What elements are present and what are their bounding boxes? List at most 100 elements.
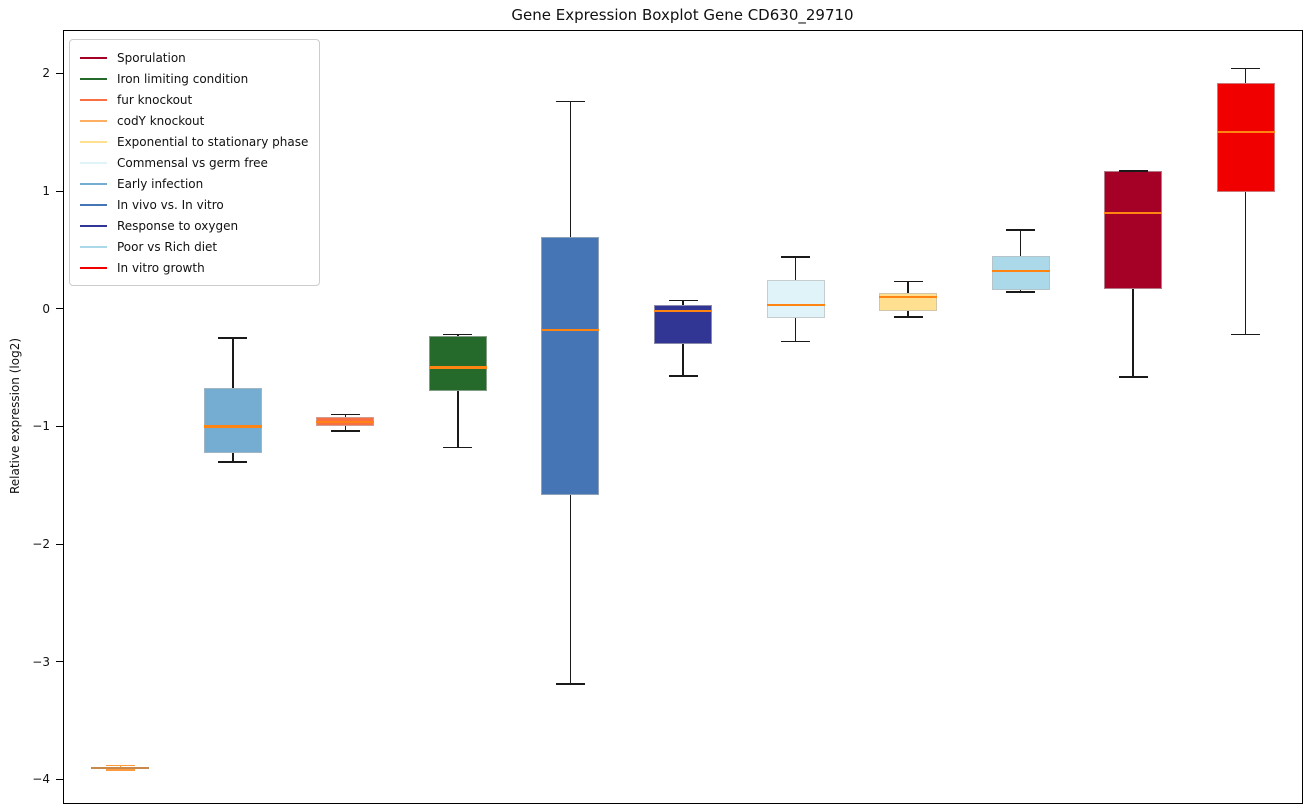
y-tick-label: 0 <box>42 301 50 316</box>
legend-label: Sporulation <box>117 50 186 65</box>
legend-label: Iron limiting condition <box>117 71 249 86</box>
whisker-cap <box>893 280 923 283</box>
whisker-cap <box>330 430 360 432</box>
whisker-cap <box>1118 376 1148 378</box>
whisker-cap <box>443 446 473 449</box>
whisker-line <box>1244 192 1247 335</box>
whisker-cap <box>555 100 585 103</box>
whisker-cap <box>781 340 811 343</box>
legend-label: In vitro growth <box>117 260 205 275</box>
whisker-cap <box>1231 67 1261 70</box>
y-tick-label: 2 <box>42 66 50 81</box>
y-tick-label: −4 <box>32 772 50 787</box>
y-tick-mark <box>56 543 64 545</box>
whisker-cap <box>781 256 811 258</box>
legend-item: In vitro growth <box>80 257 308 278</box>
whisker-line <box>232 453 234 462</box>
whisker-cap <box>105 764 135 767</box>
boxplot-box <box>1216 82 1275 193</box>
legend-item: Iron limiting condition <box>80 68 308 89</box>
legend-label: In vivo vs. In vitro <box>117 197 224 212</box>
boxplot-box <box>1104 171 1163 289</box>
boxplot-box <box>766 280 825 319</box>
legend-color-swatch <box>80 77 107 80</box>
whisker-cap <box>668 375 698 377</box>
whisker-cap <box>1006 229 1036 231</box>
whisker-line <box>907 311 909 317</box>
legend-color-swatch <box>80 119 107 122</box>
whisker-cap <box>218 460 248 463</box>
y-tick-label: −3 <box>32 654 50 669</box>
legend-color-swatch <box>80 98 107 101</box>
boxplot-box <box>428 335 487 392</box>
boxplot-box <box>991 255 1050 290</box>
median-line <box>428 366 487 369</box>
whisker-line <box>682 344 684 376</box>
whisker-cap <box>1118 170 1148 172</box>
y-tick-mark <box>56 72 64 74</box>
whisker-line <box>682 300 684 306</box>
whisker-cap <box>443 333 473 336</box>
legend-color-swatch <box>80 161 107 164</box>
legend-color-swatch <box>80 224 107 227</box>
median-line <box>766 304 825 307</box>
median-line <box>91 766 150 769</box>
whisker-line <box>794 318 797 342</box>
whisker-line <box>1019 289 1022 293</box>
y-tick-mark <box>56 308 64 310</box>
whisker-line <box>344 414 347 417</box>
legend-item: Sporulation <box>80 47 308 68</box>
boxplot-box <box>203 387 262 454</box>
y-tick-mark <box>56 778 64 780</box>
y-tick-mark <box>56 425 64 427</box>
whisker-cap <box>893 316 923 318</box>
legend-color-swatch <box>80 140 107 143</box>
whisker-line <box>569 494 572 685</box>
legend-label: Commensal vs germ free <box>117 155 268 170</box>
median-line <box>991 269 1050 273</box>
median-line <box>203 425 262 428</box>
legend-item: codY knockout <box>80 110 308 131</box>
legend-item: fur knockout <box>80 89 308 110</box>
whisker-line <box>1132 288 1134 377</box>
legend-label: Early infection <box>117 176 204 191</box>
whisker-line <box>457 391 459 448</box>
whisker-line <box>1019 229 1022 256</box>
y-tick-mark <box>56 661 64 663</box>
legend-item: Early infection <box>80 173 308 194</box>
legend-item: Commensal vs germ free <box>80 152 308 173</box>
whisker-line <box>344 426 347 432</box>
whisker-line <box>794 256 797 281</box>
legend-color-swatch <box>80 182 107 185</box>
median-line <box>541 328 600 331</box>
whisker-cap <box>668 299 698 302</box>
whisker-cap <box>1006 291 1036 294</box>
whisker-line <box>569 101 572 237</box>
whisker-line <box>1244 68 1247 83</box>
y-tick-mark <box>56 190 64 192</box>
legend-item: Poor vs Rich diet <box>80 236 308 257</box>
whisker-cap <box>105 769 135 771</box>
legend-label: fur knockout <box>117 92 193 107</box>
whisker-line <box>907 281 909 294</box>
legend-color-swatch <box>80 203 107 206</box>
legend-color-swatch <box>80 56 107 59</box>
median-line <box>1216 131 1275 134</box>
median-line <box>879 295 938 299</box>
chart-title: Gene Expression Boxplot Gene CD630_29710 <box>511 6 854 24</box>
y-axis-label: Relative expression (log2) <box>8 337 22 495</box>
legend-color-swatch <box>80 266 107 269</box>
legend-item: Exponential to stationary phase <box>80 131 308 152</box>
median-line <box>654 309 712 313</box>
whisker-cap <box>1231 333 1261 336</box>
legend-item: Response to oxygen <box>80 215 308 236</box>
whisker-cap <box>555 683 585 685</box>
whisker-cap <box>218 337 248 339</box>
y-tick-label: 1 <box>42 184 50 199</box>
legend-color-swatch <box>80 245 107 248</box>
whisker-cap <box>330 413 360 416</box>
legend-label: Response to oxygen <box>117 218 239 233</box>
